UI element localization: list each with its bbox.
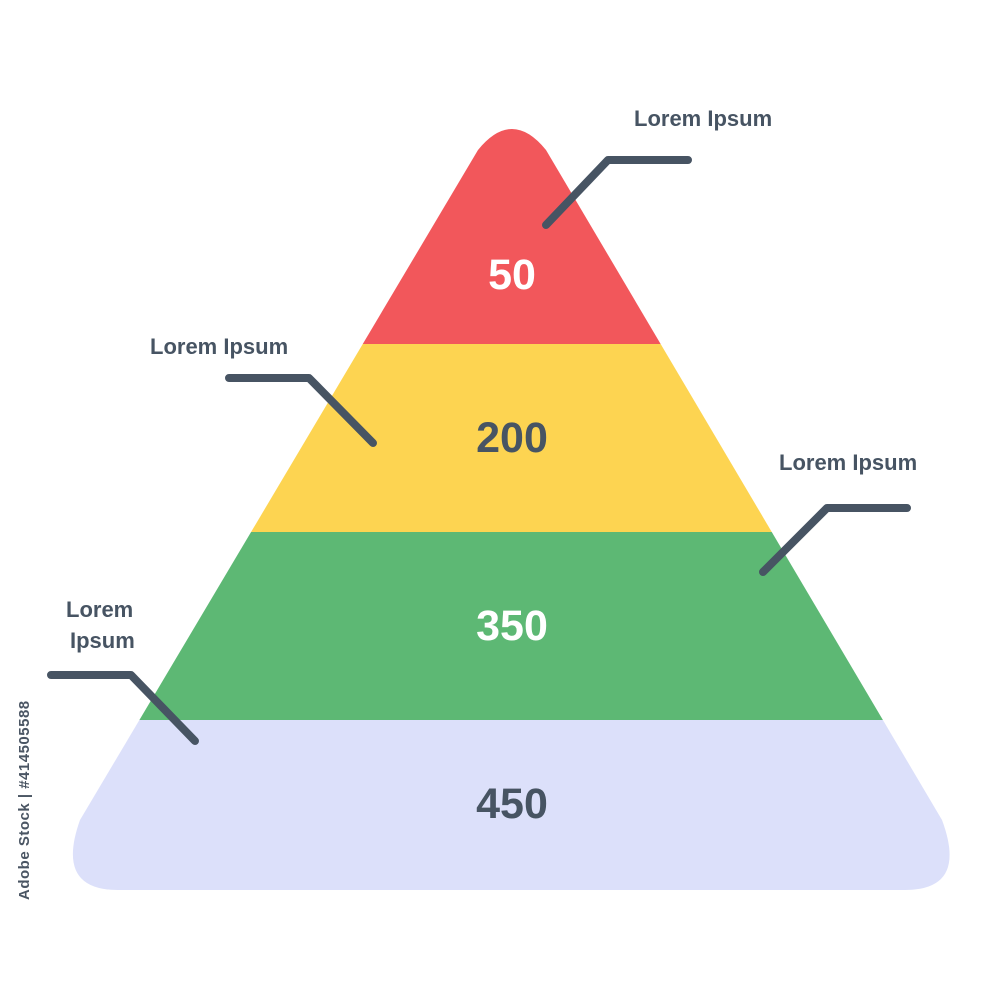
callout-top-right: Lorem Ipsum: [542, 106, 772, 229]
tier-1-band: [72, 129, 950, 344]
callout-label-bottom-left-line2: Ipsum: [70, 628, 135, 653]
tier-values: 50 200 350 450: [476, 251, 548, 828]
tier-3-value: 350: [476, 602, 548, 650]
tier-2-value: 200: [476, 414, 548, 462]
tier-4-value: 450: [476, 780, 548, 828]
callout-label-mid-right: Lorem Ipsum: [779, 450, 917, 475]
tier-4-band: [72, 720, 950, 890]
callout-mid-right: Lorem Ipsum: [759, 450, 917, 576]
callout-label-bottom-left-line1: Lorem: [66, 597, 133, 622]
callout-mid-left: Lorem Ipsum: [150, 334, 377, 447]
tier-1-value: 50: [488, 251, 536, 299]
callout-label-top-right: Lorem Ipsum: [634, 106, 772, 131]
callout-label-mid-left: Lorem Ipsum: [150, 334, 288, 359]
leader-line-top-right: [542, 156, 692, 229]
stock-watermark: Adobe Stock | #414505588: [16, 700, 33, 900]
leader-line-bottom-left: [47, 671, 199, 745]
leader-line-mid-right: [759, 504, 911, 576]
leader-line-mid-left: [225, 374, 377, 447]
callout-bottom-left: Lorem Ipsum: [47, 597, 199, 745]
